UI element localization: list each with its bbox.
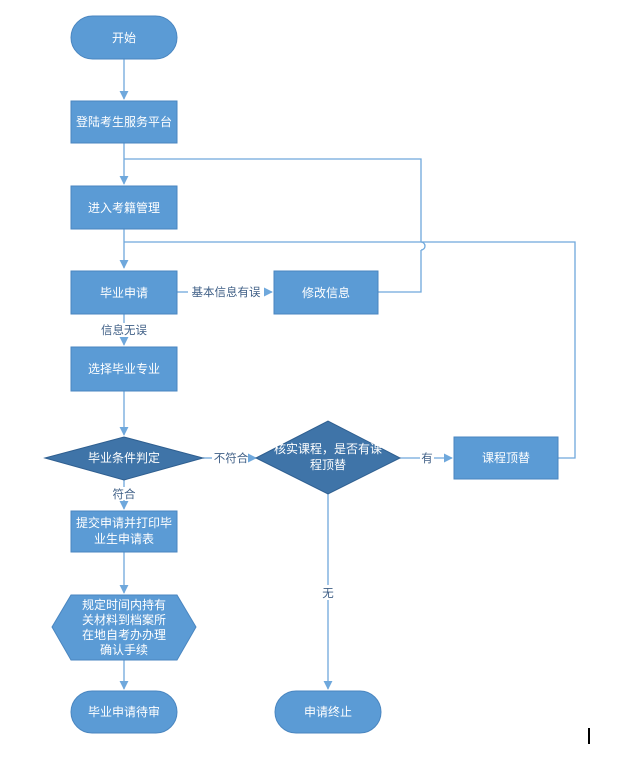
node-login-label: 登陆考生服务平台 <box>76 114 172 129</box>
edge-modify-loop <box>378 250 422 293</box>
node-course-replace: 课程顶替 <box>453 436 559 480</box>
node-select-major-label: 选择毕业专业 <box>88 361 160 376</box>
node-pending: 毕业申请待审 <box>70 690 178 734</box>
node-verify-course-line2: 程顶替 <box>310 457 346 472</box>
node-modify-label: 修改信息 <box>302 285 350 300</box>
node-judge: 毕业条件判定 <box>43 436 205 481</box>
node-verify-course: 核实课程，是否有课 程顶替 <box>254 420 402 495</box>
edge-label-info-error: 基本信息有误 <box>192 285 261 299</box>
node-enter: 进入考籍管理 <box>70 185 178 230</box>
node-terminate: 申请终止 <box>274 690 382 734</box>
node-pending-label: 毕业申请待审 <box>88 704 160 719</box>
edge-label-has: 有 <box>421 451 433 465</box>
node-deliver-line1: 规定时间内持有 <box>82 597 166 612</box>
node-login: 登陆考生服务平台 <box>70 100 178 144</box>
edge-modify-loop-hop <box>420 241 426 251</box>
text-cursor <box>588 728 590 744</box>
node-enter-label: 进入考籍管理 <box>88 200 160 215</box>
node-deliver: 规定时间内持有 关材料到档案所 在地自考办办理 确认手续 <box>51 594 197 661</box>
node-deliver-line3: 在地自考办办理 <box>82 627 166 642</box>
node-submit: 提交申请并打印毕 业生申请表 <box>70 510 178 553</box>
node-judge-label: 毕业条件判定 <box>88 450 160 465</box>
node-verify-course-line1: 核实课程，是否有课 <box>274 441 382 456</box>
node-terminate-label: 申请终止 <box>304 704 352 719</box>
node-start: 开始 <box>70 15 178 60</box>
node-select-major: 选择毕业专业 <box>70 346 178 392</box>
node-submit-line1: 提交申请并打印毕 <box>76 515 172 530</box>
edge-replace-loop <box>124 241 576 459</box>
connectors <box>119 59 576 690</box>
node-start-label: 开始 <box>112 31 136 45</box>
node-deliver-line2: 关材料到档案所 <box>82 612 166 627</box>
node-apply-label: 毕业申请 <box>100 286 148 300</box>
edge-label-info-ok: 信息无误 <box>101 323 147 337</box>
node-submit-line2: 业生申请表 <box>94 532 154 546</box>
node-apply: 毕业申请 <box>70 270 178 315</box>
edge-modify-loop-top <box>124 158 422 242</box>
edge-label-meet: 符合 <box>113 487 136 501</box>
node-course-replace-label: 课程顶替 <box>482 450 530 465</box>
edge-label-not-meet: 不符合 <box>214 451 249 465</box>
node-deliver-line4: 确认手续 <box>100 643 148 657</box>
node-modify: 修改信息 <box>273 270 379 315</box>
edge-label-none: 无 <box>322 586 334 600</box>
